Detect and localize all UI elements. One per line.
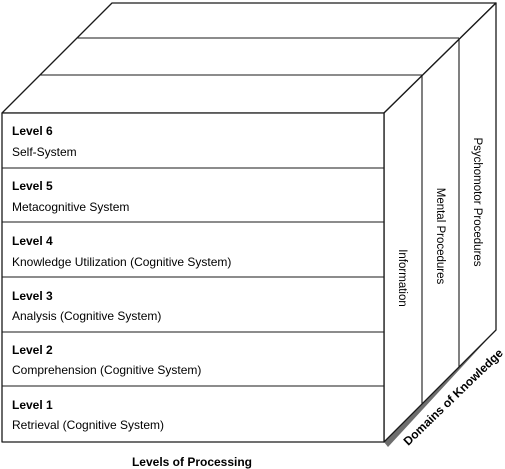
level-1-desc: Retrieval (Cognitive System) <box>12 418 164 432</box>
level-3-title: Level 3 <box>12 289 53 303</box>
level-5-desc: Metacognitive System <box>12 200 129 214</box>
level-1-title: Level 1 <box>12 398 53 412</box>
level-4-desc: Knowledge Utilization (Cognitive System) <box>12 255 231 269</box>
level-4-title: Level 4 <box>12 234 53 248</box>
levels-of-processing-axis-label: Levels of Processing <box>132 455 252 469</box>
level-3-desc: Analysis (Cognitive System) <box>12 309 161 323</box>
domain-psychomotor-procedures-label: Psychomotor Procedures <box>471 137 483 266</box>
level-6-desc: Self-System <box>12 145 77 159</box>
level-5-title: Level 5 <box>12 179 53 193</box>
domain-mental-procedures-label: Mental Procedures <box>434 188 446 285</box>
level-2-desc: Comprehension (Cognitive System) <box>12 363 201 377</box>
domain-information-label: Information <box>396 249 408 307</box>
level-6-title: Level 6 <box>12 124 53 138</box>
level-2-title: Level 2 <box>12 343 53 357</box>
